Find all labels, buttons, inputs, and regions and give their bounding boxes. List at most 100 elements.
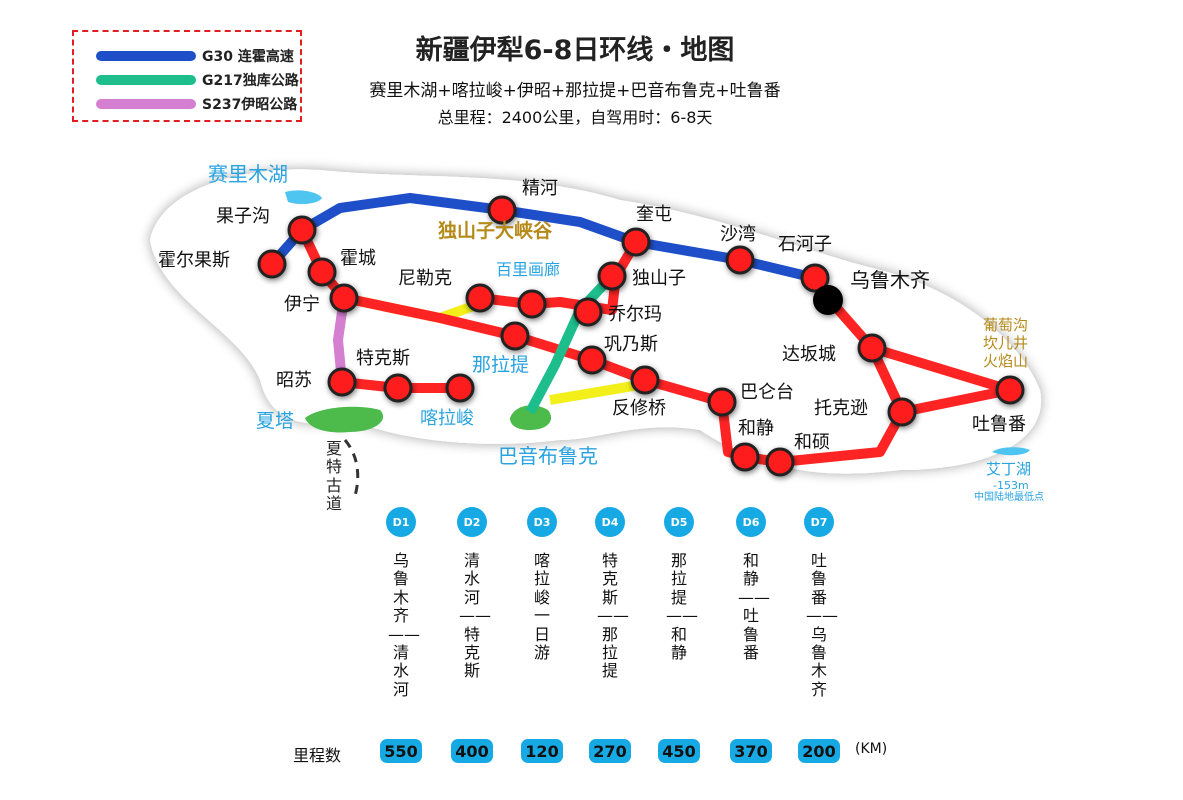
label-dushanzi-canyon: 独山子大峡谷 (438, 220, 553, 242)
label-urumqi: 乌鲁木齐 (850, 268, 930, 292)
stop-nalati[interactable] (500, 321, 530, 351)
day-badge-d4: D4 (595, 507, 625, 537)
day-badge-d7: D7 (804, 507, 834, 537)
bayinbuluke-grassland-shape (510, 405, 552, 430)
label-baili-gallery: 百里画廊 (496, 260, 561, 279)
label-nalati: 那拉提 (472, 354, 530, 376)
stop-yining[interactable] (329, 283, 359, 313)
page-subtitle: 赛里木湖+喀拉峻+伊昭+那拉提+巴音布鲁克+吐鲁番 (369, 81, 781, 101)
aiding-lake-shape (992, 447, 1030, 456)
label-hejing: 和静 (738, 418, 774, 439)
label-xiate-trail: 夏特古道 (325, 439, 342, 514)
label-kuitun: 奎屯 (636, 204, 672, 225)
label-zhaosu: 昭苏 (276, 370, 312, 391)
km-unit: (KM) (855, 741, 888, 757)
mileage-label: 里程数 (293, 746, 342, 765)
day-route-d7: 吐鲁番——乌鲁木齐 (806, 551, 838, 699)
stop-dushanzi[interactable] (597, 261, 627, 291)
stop-nileke[interactable] (465, 283, 495, 313)
stop-guozigou[interactable] (287, 215, 317, 245)
label-shawan: 沙湾 (720, 224, 756, 245)
stop-kuitun[interactable] (621, 227, 651, 257)
route-map (150, 169, 1042, 500)
label-bayinbuluke: 巴音布鲁克 (498, 444, 598, 468)
legend-item-g217: G217独库公路 (96, 70, 299, 90)
g30-expressway (267, 193, 833, 303)
label-xiata: 夏塔 (256, 410, 295, 432)
xiate-trail-path (343, 439, 360, 500)
label-huocheng: 霍城 (340, 248, 376, 269)
stop-qiaoerma[interactable] (573, 297, 603, 327)
label-heshuo: 和硕 (794, 432, 830, 453)
legend-label-g217: G217独库公路 (202, 73, 299, 89)
day-badge-d3: D3 (527, 507, 557, 537)
label-tulufan: 吐鲁番 (972, 414, 1026, 435)
label-guozigou: 果子沟 (216, 206, 270, 227)
stop-gongnaisi[interactable] (577, 345, 607, 375)
label-balguntai: 巴仑台 (740, 382, 794, 403)
stop-fanxiuqiao[interactable] (630, 365, 660, 395)
stop-dabancheng[interactable] (857, 333, 887, 363)
label-huoerguosi: 霍尔果斯 (158, 250, 230, 271)
stop-baili[interactable] (517, 289, 547, 319)
legend-item-s237: S237伊昭公路 (96, 94, 297, 114)
stop-jinghe[interactable] (487, 195, 517, 225)
stop-huocheng[interactable] (307, 257, 337, 287)
day-badge-d1: D1 (386, 507, 416, 537)
label-aiding-lake: 艾丁湖 (986, 460, 1032, 478)
legend-label-g30: G30 连霍高速 (202, 49, 294, 65)
km-d6: 370 (730, 739, 772, 763)
label-aiding-note: 中国陆地最低点 (974, 492, 1044, 503)
stop-zhaosu[interactable] (327, 367, 357, 397)
label-kalajun: 喀拉峻 (420, 408, 474, 429)
day-badge-d2: D2 (457, 507, 487, 537)
stop-balguntai[interactable] (707, 387, 737, 417)
stop-tuokexun[interactable] (887, 397, 917, 427)
stop-shihezi[interactable] (800, 263, 830, 293)
label-aiding-elevation: -153m (993, 479, 1029, 492)
label-dushanzi: 独山子 (632, 268, 686, 289)
label-jinghe: 精河 (522, 178, 558, 199)
stop-tekesi[interactable] (383, 373, 413, 403)
legend: G30 连霍高速 G217独库公路 S237伊昭公路 (72, 30, 302, 122)
stop-tulufan[interactable] (995, 375, 1025, 405)
stop-shawan[interactable] (725, 245, 755, 275)
day-route-d1: 乌鲁木齐——清水河 (388, 551, 420, 699)
legend-item-g30: G30 连霍高速 (96, 46, 294, 66)
label-huoyanshan: 火焰山 (983, 352, 1029, 370)
xiata-grassland-shape (305, 406, 384, 433)
km-d3: 120 (521, 739, 563, 763)
label-tekesi: 特克斯 (356, 348, 410, 369)
day-route-d4: 特克斯——那拉提 (597, 551, 629, 681)
km-d7: 200 (798, 739, 840, 763)
day-badge-d6: D6 (736, 507, 766, 537)
legend-swatch-g30 (96, 51, 196, 61)
day-badge-d5: D5 (664, 507, 694, 537)
label-tuokexun: 托克逊 (814, 398, 868, 419)
label-putaogou: 葡萄沟 (983, 316, 1029, 334)
stop-hejing[interactable] (730, 442, 760, 472)
legend-swatch-g217 (96, 75, 196, 85)
g217-duku-road (525, 272, 616, 415)
label-dabancheng: 达坂城 (782, 344, 836, 365)
stops (257, 195, 1025, 477)
label-nileke: 尼勒克 (398, 268, 452, 289)
stop-huoerguosi[interactable] (257, 249, 287, 279)
label-qiaoerma: 乔尔玛 (608, 304, 662, 325)
label-kanerjing: 坎儿井 (983, 334, 1029, 352)
route-summary: 总里程：2400公里，自驾用时：6-8天 (437, 108, 713, 127)
day-route-d3: 喀拉峻一日游 (533, 551, 550, 662)
legend-label-s237: S237伊昭公路 (202, 97, 298, 113)
label-fanxiuqiao: 反修桥 (612, 398, 666, 419)
km-d5: 450 (658, 739, 700, 763)
label-shihezi: 石河子 (778, 234, 832, 255)
km-d4: 270 (589, 739, 631, 763)
stop-urumqi[interactable] (813, 285, 843, 315)
day-route-d2: 清水河——特克斯 (459, 551, 491, 681)
sailimu-lake-shape (285, 190, 322, 205)
day-route-d6: 和静——吐鲁番 (738, 551, 770, 662)
stop-heshuo[interactable] (765, 447, 795, 477)
label-yining: 伊宁 (284, 294, 320, 315)
stop-kalajun[interactable] (445, 373, 475, 403)
label-sailimu-lake: 赛里木湖 (208, 162, 288, 186)
